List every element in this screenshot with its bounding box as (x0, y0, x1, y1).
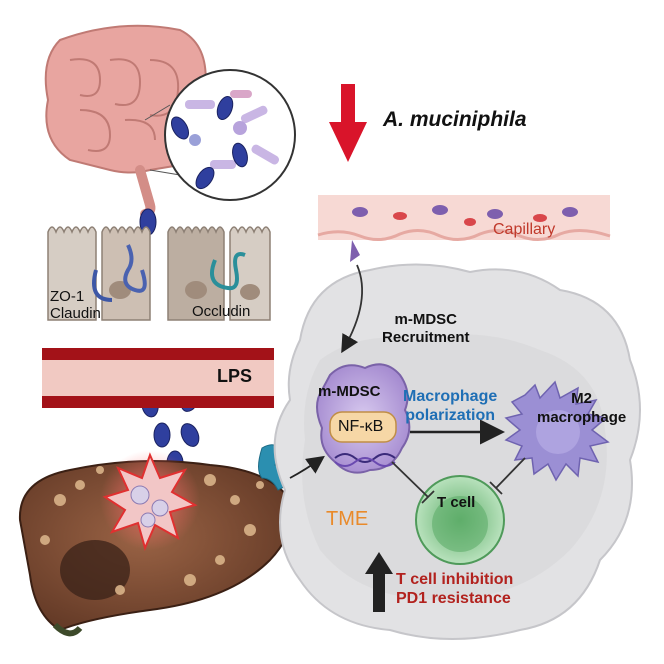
gut-microbiota-zoom (144, 69, 296, 201)
m-mdsc-cell (316, 363, 411, 474)
claudin-label: Claudin (50, 305, 101, 322)
increase-arrow (329, 84, 367, 162)
bacterium-label: A. muciniphila (383, 108, 527, 131)
recruitment-label: m-MDSC Recruitment (382, 311, 470, 346)
m2-macrophage (504, 380, 610, 482)
recruitment-arrow (341, 264, 363, 354)
epithelial-barrier (47, 226, 271, 321)
outcome-arrow (365, 552, 393, 612)
zo1-label: ZO-1 (50, 288, 85, 305)
capillary-label: Capillary (493, 221, 556, 238)
m2-label: M2 macrophage (537, 390, 627, 426)
capillary (317, 195, 611, 262)
inhibition-lines (391, 457, 526, 504)
lps-label: LPS (217, 366, 253, 386)
blood-vessel (42, 348, 274, 408)
polarization-label: Macrophage polarization (403, 388, 498, 424)
t-cell (415, 475, 505, 565)
t-cell-label: T cell (437, 494, 476, 511)
outcome-label: T cell inhibition PD1 resistance (396, 571, 514, 607)
m-mdsc-label: m-MDSC (318, 383, 381, 400)
liver (18, 450, 293, 637)
occludin-label: Occludin (192, 303, 251, 320)
signal-arrow (289, 455, 325, 479)
nfkb-label: NF-κB (338, 418, 384, 435)
tme-label: TME (326, 508, 369, 530)
